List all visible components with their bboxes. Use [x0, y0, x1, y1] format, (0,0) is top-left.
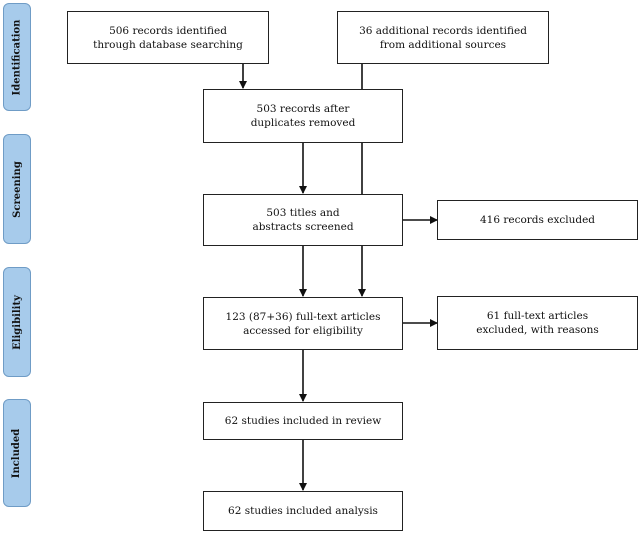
box-additional-records: 36 additional records identified from ad…: [337, 11, 549, 64]
box-records-excluded: 416 records excluded: [437, 200, 638, 240]
box-included-analysis: 62 studies included analysis: [203, 491, 403, 531]
box-included-review: 62 studies included in review: [203, 402, 403, 440]
phase-screening: Screening: [3, 134, 31, 244]
phase-identification: Identification: [3, 3, 31, 111]
box-screened: 503 titles and abstracts screened: [203, 194, 403, 246]
box-fulltext-excluded: 61 full-text articles excluded, with rea…: [437, 296, 638, 350]
phase-included: Included: [3, 399, 31, 507]
box-database-records: 506 records identified through database …: [67, 11, 269, 64]
box-after-duplicates: 503 records after duplicates removed: [203, 89, 403, 143]
phase-eligibility: Eligibility: [3, 267, 31, 377]
box-fulltext-assessed: 123 (87+36) full-text articles accessed …: [203, 297, 403, 350]
